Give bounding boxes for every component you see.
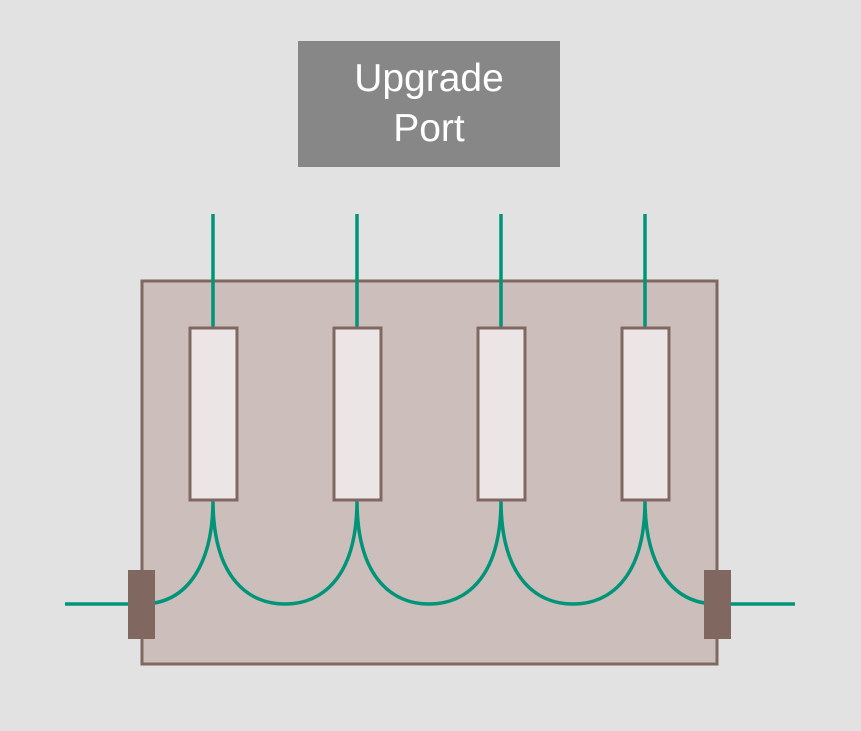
label-line-2: Port — [393, 107, 465, 150]
upgrade-port-label: Upgrade Port — [298, 41, 560, 167]
left-connector — [128, 570, 155, 639]
filter-element-2 — [332, 326, 383, 502]
filter-element-4 — [620, 326, 671, 502]
filter-element-3 — [476, 326, 527, 502]
right-connector — [704, 570, 731, 639]
filter-element-1 — [188, 326, 239, 502]
cascade-fiber — [65, 499, 795, 606]
label-line-1: Upgrade — [354, 57, 504, 100]
